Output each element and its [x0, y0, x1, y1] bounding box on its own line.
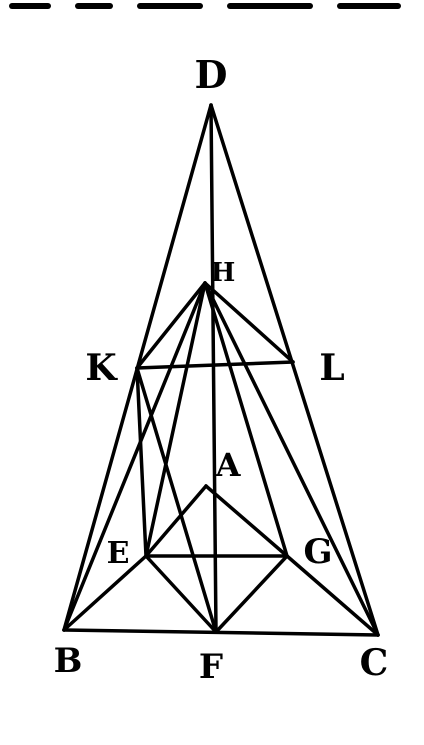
segment-KF	[135, 366, 218, 634]
segment-HG	[203, 281, 289, 558]
segments-layer	[62, 103, 380, 637]
point-label-F: F	[199, 647, 223, 687]
segment-HE	[144, 281, 207, 558]
segment-HL	[203, 281, 295, 364]
segment-HB	[62, 281, 207, 632]
segment-EF	[144, 554, 218, 634]
point-label-A: A	[215, 446, 242, 484]
segment-GC	[285, 554, 380, 637]
segment-EB	[62, 554, 148, 632]
point-label-E: E	[107, 536, 130, 571]
point-label-B: B	[54, 641, 83, 681]
point-label-G: G	[303, 532, 332, 572]
labels-layer: D H K L A E G B F C	[54, 52, 389, 687]
segment-AE	[144, 484, 208, 558]
segment-DC	[209, 103, 380, 637]
segment-GF	[214, 554, 289, 634]
point-label-D: D	[195, 52, 228, 97]
point-label-L: L	[319, 347, 344, 389]
segment-HK	[135, 281, 207, 370]
point-label-C: C	[360, 642, 389, 684]
point-label-H: H	[211, 258, 236, 288]
point-label-K: K	[85, 347, 118, 389]
segment-AG	[204, 484, 289, 558]
segment-BC	[62, 628, 380, 637]
segment-KE	[135, 366, 148, 558]
segment-KL	[135, 360, 295, 370]
segment-HC	[203, 281, 380, 637]
segment-DF	[209, 103, 218, 634]
